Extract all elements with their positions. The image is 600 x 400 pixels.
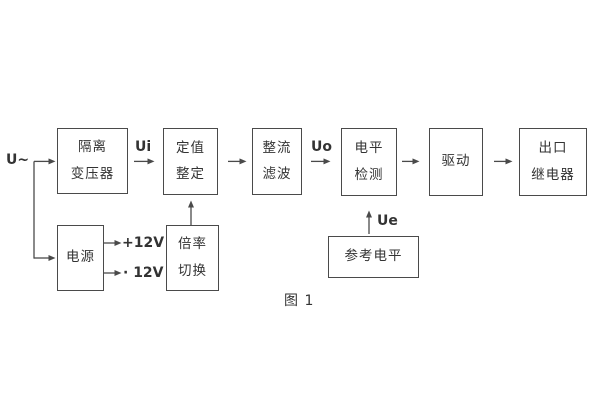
block-text-line: 电源 (66, 249, 95, 266)
block-level-detect: 电平 检测 (341, 128, 397, 196)
figure-caption: 图 1 (284, 293, 315, 309)
block-output-relay: 出口 继电器 (519, 128, 587, 196)
block-text-line: 电平 (354, 140, 384, 156)
block-setpoint-adjust: 定值 整定 (163, 128, 218, 195)
block-text-line: 继电器 (531, 166, 575, 183)
uo-signal-label: Uo (311, 139, 332, 155)
block-text-line: 变压器 (70, 165, 115, 182)
block-text-line: 滤波 (262, 166, 292, 182)
block-rectifier-filter: 整流 滤波 (252, 128, 302, 195)
block-isolation-transformer: 隔离 变压器 (57, 128, 128, 194)
block-text-line: 定值 (176, 139, 205, 156)
block-text-line: 隔离 (78, 139, 107, 155)
block-text-line: 参考电平 (344, 248, 403, 265)
block-text-line: 整定 (176, 166, 205, 182)
block-reference-level: 参考电平 (328, 236, 419, 278)
block-ratio-switch: 倍率 切换 (166, 225, 219, 291)
block-text-line: 切换 (178, 262, 207, 279)
block-text-line: 检测 (354, 166, 384, 183)
block-text-line: 出口 (538, 140, 568, 156)
block-power-supply: 电源 (57, 225, 104, 291)
block-text-line: 倍率 (178, 236, 207, 252)
block-text-line: 整流 (262, 139, 292, 156)
input-signal-label: U~ (6, 152, 30, 168)
plus-12v-label: +12V (122, 235, 165, 251)
block-driver: 驱动 (429, 128, 483, 196)
ue-signal-label: Ue (377, 213, 398, 229)
minus-12v-label: · 12V (123, 265, 164, 281)
block-text-line: 驱动 (441, 153, 471, 170)
ui-signal-label: Ui (135, 139, 152, 155)
